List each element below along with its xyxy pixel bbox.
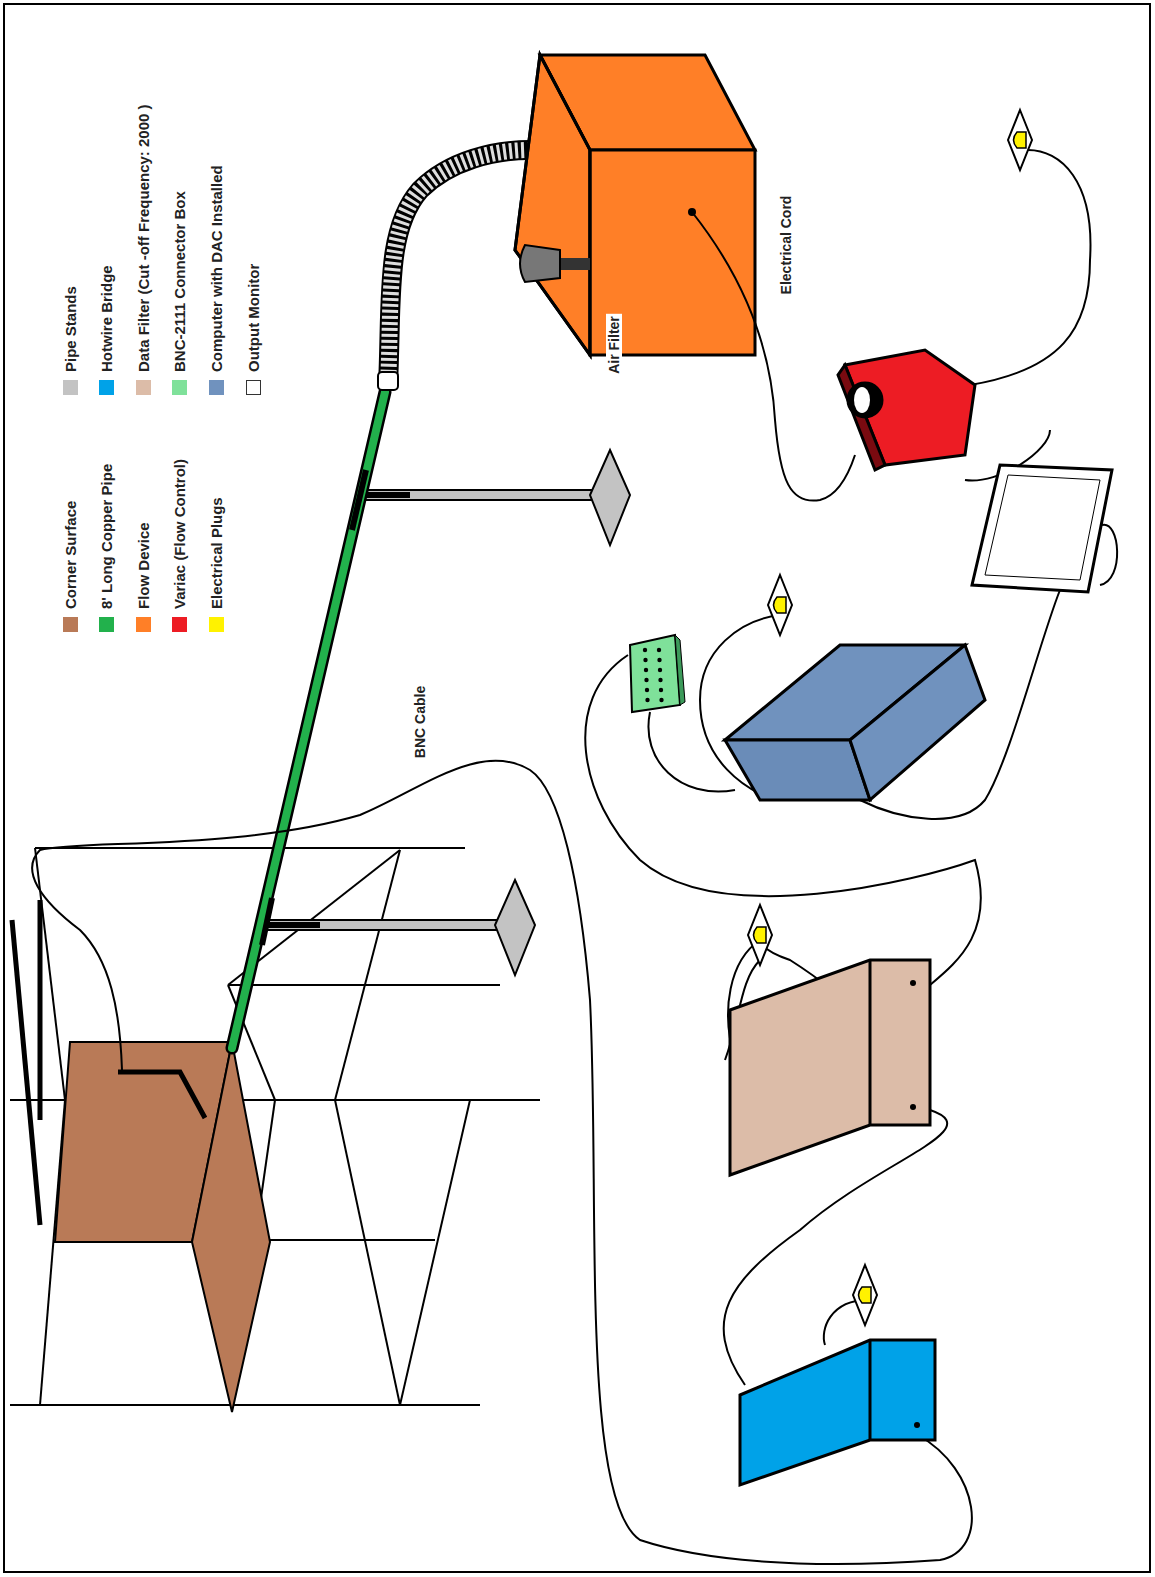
copper-pipe [232,392,385,1048]
legend-text: BNC-2111 Connector Box [171,191,188,372]
bnc-jack [645,688,649,692]
legend-swatch [172,617,187,632]
hotwire-bridge [740,1340,935,1485]
data-filter [730,960,930,1175]
legend: Corner Surface 8' Long Copper Pipe Flow De… [62,72,292,632]
bnc-jack [644,678,648,682]
hotwire-probe [118,1072,205,1118]
port [910,1104,916,1110]
bnc-jack [645,698,649,702]
port [914,1422,920,1428]
wire-rack [10,848,540,1405]
legend-swatch [63,380,78,395]
electrical-plug [754,927,767,943]
pipe-clamp [352,470,366,530]
legend-swatch [172,380,187,395]
copper-pipe-outline [232,392,385,1048]
legend-text: Corner Surface [62,501,79,609]
legend-text: 8' Long Copper Pipe [98,464,115,609]
legend-row: Flow Device [132,522,154,632]
pipe-stand [355,450,630,545]
legend-row: Output Monitor [242,264,264,395]
electrical-plug [859,1287,872,1303]
legend-text: Data Filter (Cut -off Frequency: 2000 ) [135,104,152,372]
legend-row: Hotwire Bridge [95,265,117,395]
pipe-clamp [262,898,272,945]
flex-hose [388,150,530,385]
outlet [853,1265,877,1325]
outlet [1008,110,1032,170]
corner-surface [55,1042,270,1412]
computer [725,645,985,800]
bnc-jack [658,678,662,682]
port [910,980,916,986]
flow-device [515,55,755,355]
legend-row: Variac (Flow Control) [168,459,190,632]
legend-row: Corner Surface [59,501,81,632]
legend-row: BNC-2111 Connector Box [168,191,190,395]
legend-text: Variac (Flow Control) [171,459,188,609]
legend-row: Pipe Stands [59,286,81,395]
legend-text: Hotwire Bridge [98,265,115,372]
legend-row: 8' Long Copper Pipe [95,464,117,632]
legend-swatch [246,380,261,395]
legend-row: Computer with DAC Installed [205,165,227,395]
bnc-jack [643,648,647,652]
legend-row: Data Filter (Cut -off Frequency: 2000 ) [132,104,154,395]
pipe-stand [258,880,535,975]
electrical-plug [774,597,787,613]
legend-text: Flow Device [135,522,152,609]
legend-swatch [136,617,151,632]
legend-swatch [99,617,114,632]
outlet [748,905,772,965]
outlet [768,575,792,635]
bnc-jack [643,658,647,662]
legend-swatch [63,617,78,632]
electrical-plug [1014,132,1027,148]
electrical-cords [32,150,1117,1564]
legend-swatch [209,380,224,395]
part-label: Electrical Cord [778,194,794,297]
legend-row: Electrical Plugs [205,497,227,632]
legend-swatch [209,617,224,632]
hose-outline [388,150,530,385]
rack-posts [12,900,40,1225]
bnc-jack [659,698,663,702]
legend-swatch [99,380,114,395]
bnc-jack [659,688,663,692]
air-filter [520,245,590,282]
bnc-connector-box [630,635,685,712]
part-label: BNC Cable [412,684,428,760]
legend-text: Electrical Plugs [208,497,225,609]
variac [838,350,975,470]
legend-swatch [136,380,151,395]
legend-text: Computer with DAC Installed [208,165,225,372]
legend-text: Output Monitor [245,264,262,372]
hose-coupling [378,372,398,390]
bnc-jack [644,668,648,672]
bnc-jack [657,648,661,652]
output-monitor [972,465,1112,592]
bnc-jack [658,668,662,672]
part-label: Air Filter [606,314,622,376]
bnc-jack [657,658,661,662]
legend-text: Pipe Stands [62,286,79,372]
